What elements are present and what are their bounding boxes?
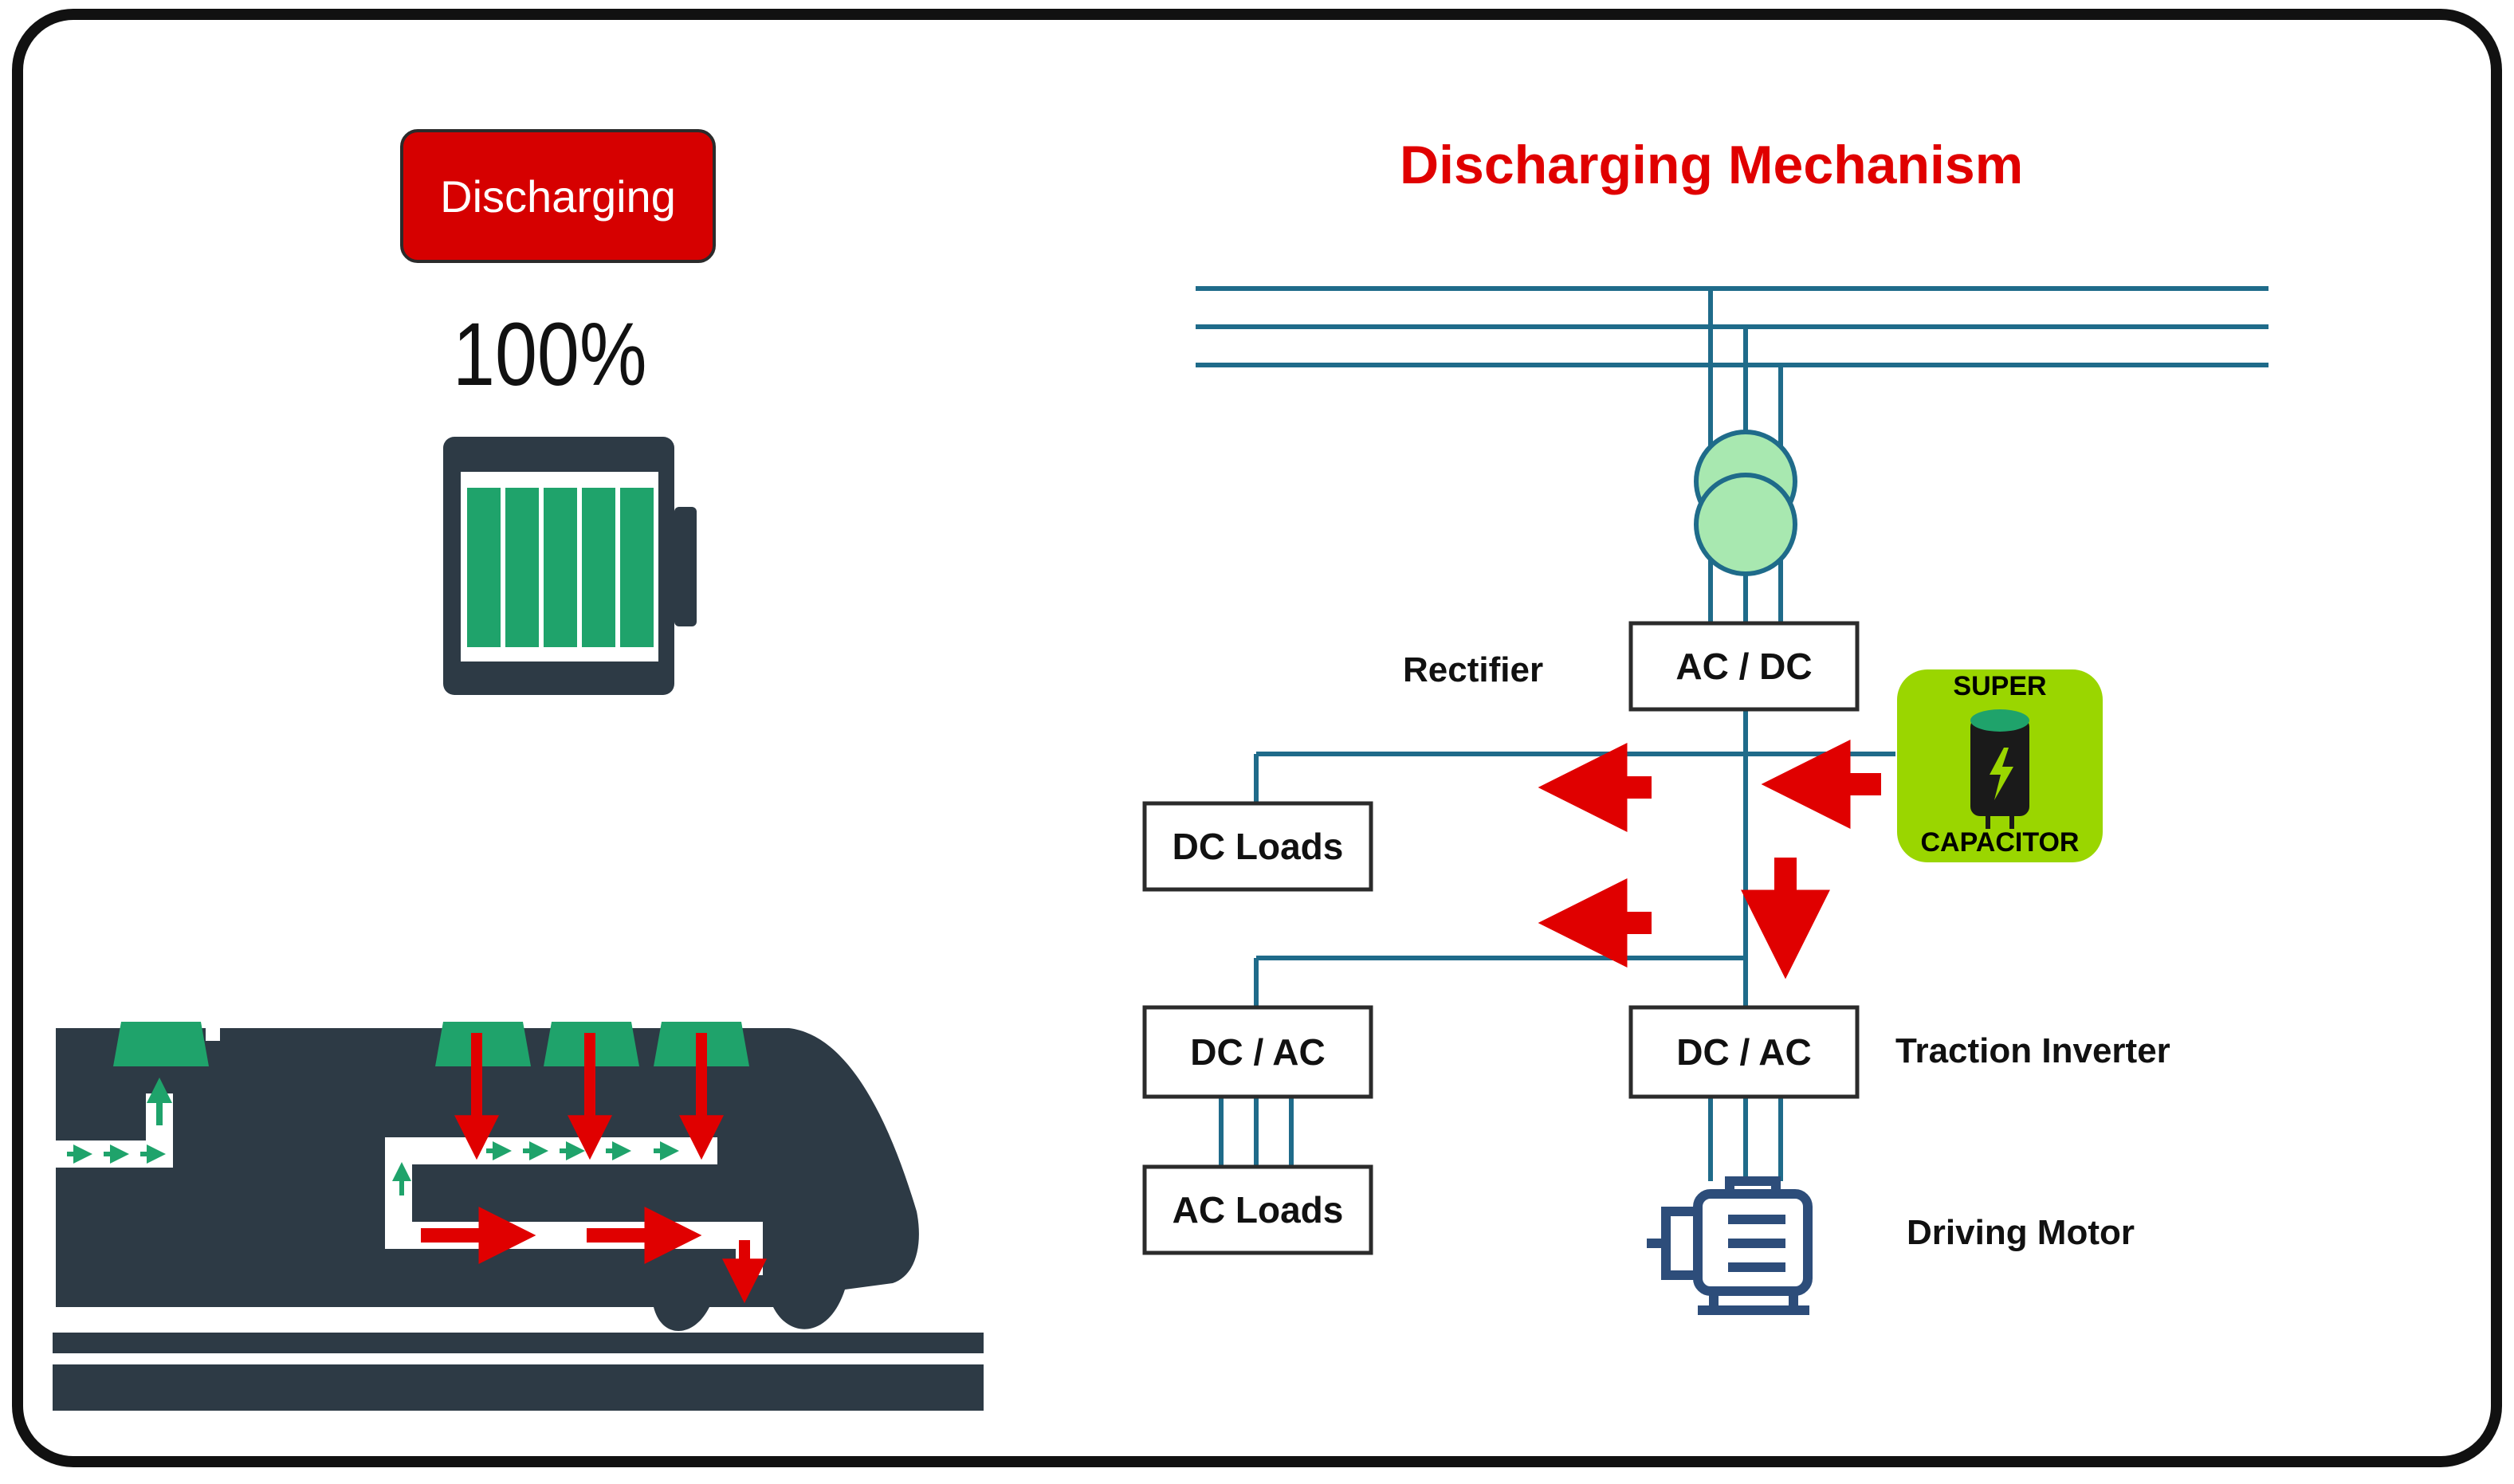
roof-battery	[435, 1022, 531, 1066]
diagram-title: Discharging Mechanism	[1400, 135, 2024, 195]
supercapacitor-top-label: SUPER	[1953, 671, 2047, 701]
roof-battery	[113, 1022, 209, 1066]
discharge-flow-arrows	[1538, 740, 1881, 980]
ac-dc-label: AC / DC	[1675, 646, 1813, 687]
ac-loads-box	[1142, 1164, 1373, 1255]
ac-dc-box	[1628, 621, 1860, 712]
battery-icon	[443, 437, 697, 695]
dc-loads-label: DC Loads	[1172, 826, 1344, 867]
dc-loads-box	[1142, 801, 1373, 892]
supercapacitor-bottom-label: CAPACITOR	[1920, 827, 2080, 858]
power-lines	[1196, 286, 2268, 1181]
rectifier-label: Rectifier	[1403, 650, 1544, 689]
train-illustration	[53, 1020, 984, 1411]
battery-level-text: 100%	[453, 304, 647, 404]
supercapacitor-icon	[1897, 669, 2103, 862]
ac-loads-label: AC Loads	[1172, 1189, 1344, 1231]
discharging-status-badge: Discharging	[400, 129, 716, 263]
transformer-icon	[1694, 430, 1797, 576]
motor-icon	[1647, 1176, 1813, 1315]
dc-ac-left-label: DC / AC	[1190, 1031, 1326, 1073]
driving-motor-label: Driving Motor	[1907, 1213, 2135, 1252]
dc-ac-right-label: DC / AC	[1676, 1031, 1812, 1073]
dc-ac-left-box	[1142, 1005, 1373, 1099]
traction-inverter-label: Traction Inverter	[1895, 1031, 2170, 1070]
dc-ac-right-box	[1628, 1005, 1860, 1099]
